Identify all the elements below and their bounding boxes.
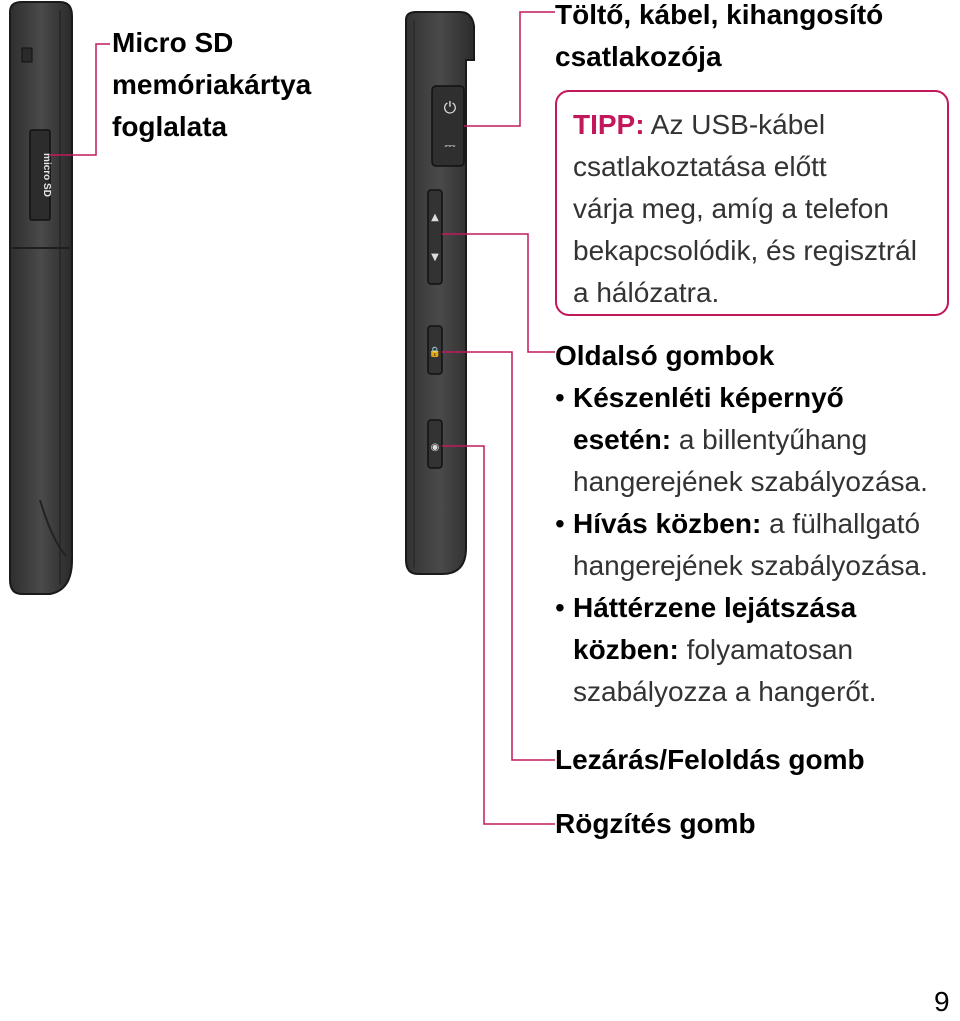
microsd-label-line2: memóriakártya	[112, 69, 312, 100]
charger-label-line2: csatlakozója	[555, 41, 722, 72]
phone-left-side: micro SD	[9, 0, 73, 595]
bullet1-text-2: hangerejének szabályozása.	[573, 466, 928, 497]
power-icon: ⏻	[444, 98, 457, 117]
callout-lines	[50, 11, 555, 825]
bullet1-bold-2: esetén:	[573, 424, 672, 455]
volume-up-icon: ▲	[431, 212, 439, 223]
volume-keys[interactable]	[427, 189, 443, 285]
bullet2-bold-1: Hívás közben:	[573, 508, 762, 539]
bullet3-bold-1: Háttérzene lejátszása	[573, 592, 857, 623]
side-buttons-title: Oldalsó gombok	[555, 340, 775, 371]
tip-text-5: a hálózatra.	[573, 277, 720, 308]
lock-icon: 🔒	[429, 346, 441, 358]
charger-port-label: Töltő, kábel, kihangosító csatlakozója	[555, 0, 883, 78]
microsd-label-line3: foglalata	[112, 111, 228, 142]
tip-title: TIPP:	[573, 109, 645, 140]
bullet1-text-1: a billentyűhang	[678, 424, 868, 455]
tip-text-2: csatlakoztatása előtt	[573, 151, 827, 182]
phone-right-side: ⏻ ⎓ ▲ ▼ 🔒 ◉	[405, 11, 475, 575]
record-button-label: Rögzítés gomb	[555, 808, 756, 839]
page-number: 9	[934, 986, 950, 1017]
charger-label-line1: Töltő, kábel, kihangosító	[555, 0, 884, 30]
volume-down-icon: ▼	[431, 252, 439, 263]
tip-text-3: várja meg, amíg a telefon	[573, 193, 889, 224]
camera-icon: ◉	[431, 442, 440, 453]
record-key[interactable]	[427, 419, 443, 469]
lock-key[interactable]	[427, 325, 443, 375]
side-bullet-call: Hívás közben: a fülhallgató hangerejének…	[555, 503, 955, 587]
side-bullet-music: Háttérzene lejátszása közben: folyamatos…	[555, 587, 955, 713]
tip-line-1: TIPP: Az USB-kábel	[573, 104, 931, 146]
bullet3-text-2: szabályozza a hangerőt.	[573, 676, 877, 707]
microsd-label-line1: Micro SD	[112, 27, 234, 58]
microsd-logo: micro SD	[41, 153, 52, 197]
bullet3-bold-2: közben:	[573, 634, 679, 665]
bullet1-bold-1: Készenléti képernyő	[573, 382, 844, 413]
bullet3-text-1: folyamatosan	[686, 634, 854, 665]
tip-box: TIPP: Az USB-kábel csatlakoztatása előtt…	[555, 90, 949, 316]
side-bullet-standby: Készenléti képernyő esetén: a billentyűh…	[555, 377, 955, 503]
microsd-slot-label: Micro SD memóriakártya foglalata	[112, 22, 311, 148]
microsd-slot[interactable]	[29, 129, 51, 221]
lock-button-label: Lezárás/Feloldás gomb	[555, 744, 865, 775]
charger-icon: ⎓	[444, 138, 455, 154]
bullet2-text-1: a fülhallgató	[769, 508, 921, 539]
side-buttons-section: Oldalsó gombok Készenléti képernyő eseté…	[555, 335, 955, 713]
tip-text-4: bekapcsolódik, és regisztrál	[573, 235, 917, 266]
bullet2-text-2: hangerejének szabályozása.	[573, 550, 928, 581]
tip-text-1: Az USB-kábel	[650, 109, 826, 140]
